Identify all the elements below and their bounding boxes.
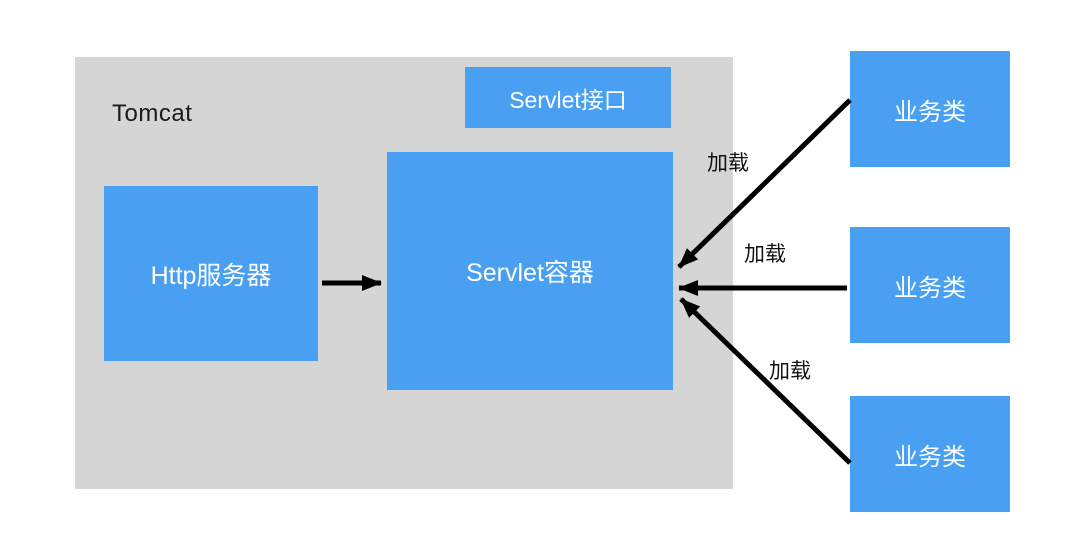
- tomcat-label: Tomcat: [112, 100, 193, 127]
- servlet-interface-box: Servlet接口: [465, 67, 671, 128]
- servlet-container-box: Servlet容器: [387, 152, 673, 390]
- business-class-box-2: 业务类: [850, 227, 1010, 343]
- http-server-box: Http服务器: [104, 186, 318, 361]
- business-class-box-3: 业务类: [850, 396, 1010, 512]
- load-label-3: 加载: [769, 360, 811, 383]
- load-label-2: 加载: [744, 243, 786, 266]
- load-label-1: 加载: [707, 152, 749, 175]
- business-class-box-1: 业务类: [850, 51, 1010, 167]
